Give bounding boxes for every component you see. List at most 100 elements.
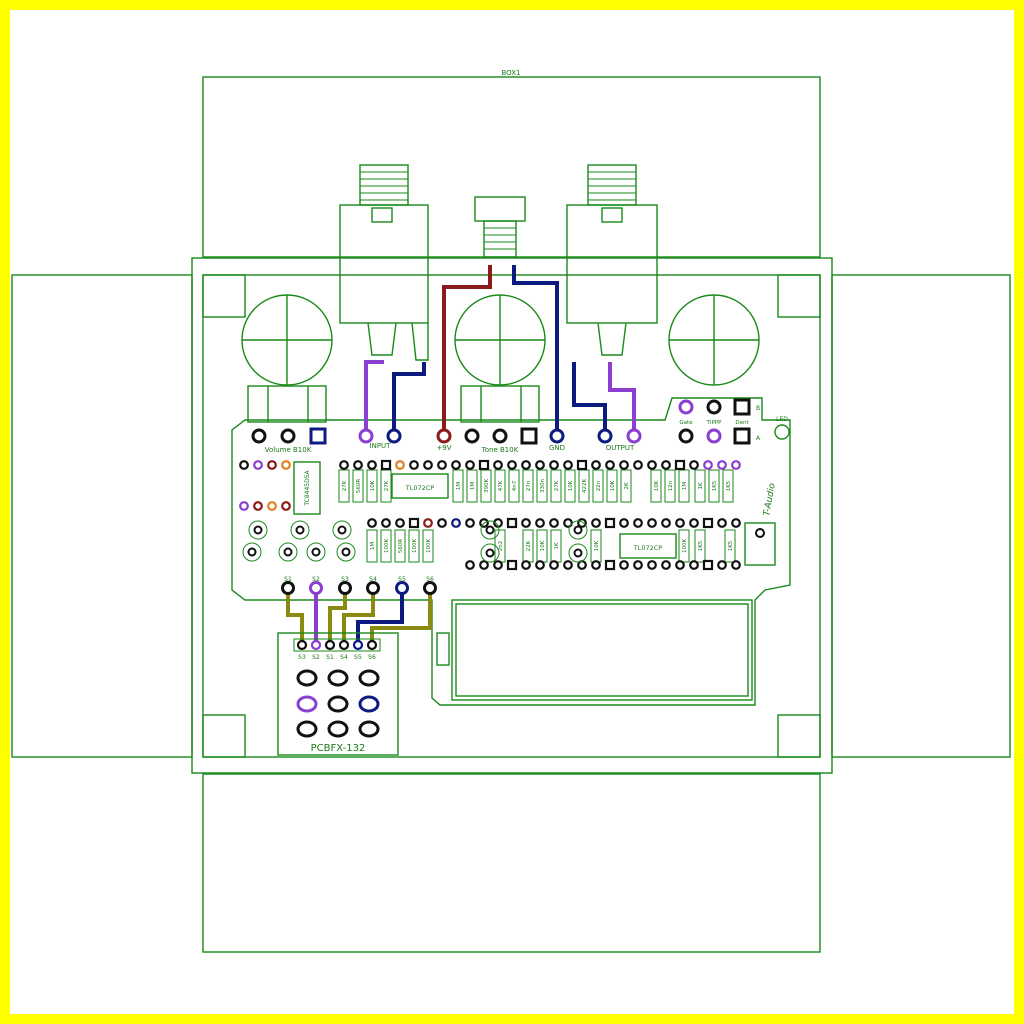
pad	[619, 460, 629, 470]
pad	[478, 459, 490, 471]
corner-tl	[202, 274, 246, 318]
switch-pad-label: S2	[312, 576, 320, 583]
header-pad	[338, 639, 350, 651]
header-pad-label: S4	[340, 654, 348, 661]
svg-text:330n: 330n	[540, 478, 546, 492]
pad	[549, 560, 559, 570]
pad	[535, 460, 545, 470]
pad	[451, 460, 461, 470]
output-jack	[566, 164, 658, 356]
volume-pot	[241, 294, 333, 423]
pad	[661, 560, 671, 570]
header-pad-label: S5	[354, 654, 362, 661]
switch-pad	[281, 581, 295, 595]
pad	[479, 560, 489, 570]
output-sleeve-wire	[572, 362, 607, 438]
svg-text:47K: 47K	[498, 480, 504, 491]
switch-pad-label: S4	[369, 576, 377, 583]
pad	[521, 518, 531, 528]
capacitors	[242, 520, 588, 563]
chip-3: TL072CP	[619, 533, 677, 559]
dc-jack	[474, 196, 526, 258]
rotary-pad	[358, 695, 380, 713]
pad	[507, 460, 517, 470]
footswitch-area	[451, 599, 753, 701]
pad	[717, 460, 727, 470]
capacitor	[290, 520, 310, 540]
pad	[423, 518, 433, 528]
resistor-bottom: 1K5	[694, 529, 706, 563]
pad	[493, 460, 503, 470]
sw-side-a: A	[756, 435, 761, 442]
switch-pad	[423, 581, 437, 595]
resistor-bottom: 1K	[550, 529, 562, 563]
pad	[465, 460, 475, 470]
input-tip-wire	[364, 360, 384, 438]
sw-label-2: Dent	[735, 420, 749, 426]
rotary-switch-pads	[296, 669, 380, 738]
header-pad-label: S3	[298, 654, 306, 661]
svg-text:22K: 22K	[526, 540, 532, 551]
resistor-bottom: 100K	[380, 529, 392, 563]
pad	[604, 559, 616, 571]
chip-1: TC8445D5A	[293, 461, 321, 515]
box-right-flap	[831, 274, 1011, 758]
ground-wire	[512, 265, 559, 438]
pad	[591, 518, 601, 528]
resistor-bottom: 100K	[408, 529, 420, 563]
resistor-top: 10K	[650, 469, 662, 503]
pad	[281, 501, 291, 511]
svg-text:1K5: 1K5	[726, 480, 732, 491]
rotary-pad	[358, 669, 380, 687]
svg-text:10K: 10K	[654, 480, 660, 491]
pad	[717, 518, 727, 528]
pad	[267, 501, 277, 511]
pad	[353, 460, 363, 470]
sw-side-b: B	[756, 405, 760, 412]
v9-label: +9V	[436, 444, 451, 452]
svg-text:560R: 560R	[398, 539, 404, 553]
tone-pot	[454, 294, 546, 423]
footswitch-area-inner	[455, 603, 749, 697]
svg-text:390K: 390K	[484, 479, 490, 493]
resistor-top: 27K	[380, 469, 392, 503]
pad	[619, 518, 629, 528]
resistor-top: 1M	[466, 469, 478, 503]
pad	[689, 518, 699, 528]
resistor-top: 10K	[606, 469, 618, 503]
switch-pad	[395, 581, 409, 595]
input-label: INPUT	[370, 442, 392, 450]
pad	[702, 517, 714, 529]
svg-text:10K: 10K	[610, 480, 616, 491]
pad-row-top	[239, 459, 741, 511]
resistor-top: 2K	[620, 469, 632, 503]
corner-br	[777, 714, 821, 758]
box-inner	[202, 274, 821, 758]
svg-text:1M: 1M	[456, 482, 462, 490]
svg-text:27n: 27n	[526, 480, 532, 491]
pad	[367, 460, 377, 470]
rotary-pad	[358, 720, 380, 738]
pad	[647, 460, 657, 470]
sw-label-1: TIPPP	[706, 420, 723, 426]
pad	[408, 517, 420, 529]
footswitch-mount	[436, 632, 450, 666]
pad	[675, 560, 685, 570]
pad	[281, 460, 291, 470]
svg-text:TL072CP: TL072CP	[405, 484, 435, 492]
gnd-label: GND	[549, 444, 565, 452]
resistor-top: 47K	[494, 469, 506, 503]
pad	[661, 518, 671, 528]
box-label: BOX1	[502, 69, 521, 77]
resistor-bottom: 10K	[590, 529, 602, 563]
switch-pad-label: S3	[341, 576, 349, 583]
svg-text:1K: 1K	[698, 482, 704, 489]
svg-text:1M: 1M	[470, 482, 476, 490]
resistor-bottom: 100K	[678, 529, 690, 563]
resistor-top: 10K	[564, 469, 576, 503]
pad	[423, 460, 433, 470]
resistor-top: 1M	[678, 469, 690, 503]
chip-2: TL072CP	[391, 473, 449, 499]
